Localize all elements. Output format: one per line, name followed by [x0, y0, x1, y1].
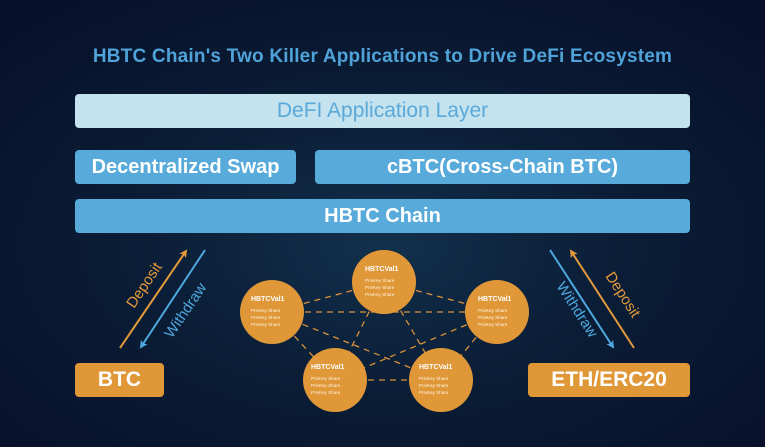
right-deposit-arrow-icon	[569, 249, 635, 349]
right-deposit-label: Deposit	[602, 269, 644, 322]
validator-share: PrivKey Share	[365, 285, 395, 290]
btc-label: BTC	[97, 368, 142, 391]
defi-application-layer-label: DeFI Application Layer	[276, 99, 489, 122]
right-withdraw-arrow-icon	[549, 249, 615, 349]
validator-share: PrivKey Share	[251, 308, 281, 313]
validator-node-top: HBTCVal1 PrivKey Share PrivKey Share Pri…	[352, 250, 416, 314]
left-withdraw-label: Withdraw	[161, 280, 210, 341]
diagram-title: HBTC Chain's Two Killer Applications to …	[92, 46, 673, 67]
validator-node-left: HBTCVal1 PrivKey Share PrivKey Share Pri…	[240, 280, 304, 344]
decentralized-swap-label: Decentralized Swap	[91, 155, 280, 178]
validator-share: PrivKey Share	[365, 292, 395, 297]
connection-line	[383, 281, 498, 313]
decentralized-swap-block: Decentralized Swap	[75, 150, 296, 184]
validator-title: HBTCVal1	[311, 364, 345, 371]
left-deposit-label: Deposit	[123, 259, 166, 311]
connection-line	[271, 311, 442, 381]
validator-node-bottom-left: HBTCVal1 PrivKey Share PrivKey Share Pri…	[303, 348, 367, 412]
defi-application-layer: DeFI Application Layer	[75, 94, 690, 128]
left-deposit-arrow-icon	[119, 249, 188, 349]
validator-title: HBTCVal1	[365, 266, 399, 273]
validator-title: HBTCVal1	[251, 296, 285, 303]
cbtc-label: cBTC(Cross-Chain BTC)	[386, 155, 619, 178]
validator-share: PrivKey Share	[478, 322, 508, 327]
validator-share: PrivKey Share	[365, 278, 395, 283]
validator-share: PrivKey Share	[311, 383, 341, 388]
left-withdraw-arrow-icon	[139, 249, 206, 349]
eth-erc20-asset-box: ETH/ERC20	[528, 363, 690, 397]
validator-share: PrivKey Share	[311, 376, 341, 381]
validator-share: PrivKey Share	[251, 315, 281, 320]
validator-title: HBTCVal1	[478, 296, 512, 303]
connection-line	[271, 281, 385, 313]
validator-share: PrivKey Share	[419, 376, 449, 381]
validator-title: HBTCVal1	[419, 364, 453, 371]
eth-erc20-label: ETH/ERC20	[551, 368, 667, 391]
validator-node-bottom-right: HBTCVal1 PrivKey Share PrivKey Share Pri…	[409, 348, 473, 412]
validator-share: PrivKey Share	[251, 322, 281, 327]
right-withdraw-label: Withdraw	[553, 279, 601, 341]
validator-node-right: HBTCVal1 PrivKey Share PrivKey Share Pri…	[465, 280, 529, 344]
validator-share: PrivKey Share	[478, 315, 508, 320]
hbtc-chain-label: HBTC Chain	[324, 204, 441, 227]
validator-share: PrivKey Share	[311, 390, 341, 395]
cbtc-block: cBTC(Cross-Chain BTC)	[315, 150, 690, 184]
connection-line	[383, 281, 442, 381]
validator-share: PrivKey Share	[478, 308, 508, 313]
validator-share: PrivKey Share	[419, 390, 449, 395]
btc-asset-box: BTC	[75, 363, 164, 397]
hbtc-chain-block: HBTC Chain	[75, 199, 690, 233]
validator-share: PrivKey Share	[419, 383, 449, 388]
